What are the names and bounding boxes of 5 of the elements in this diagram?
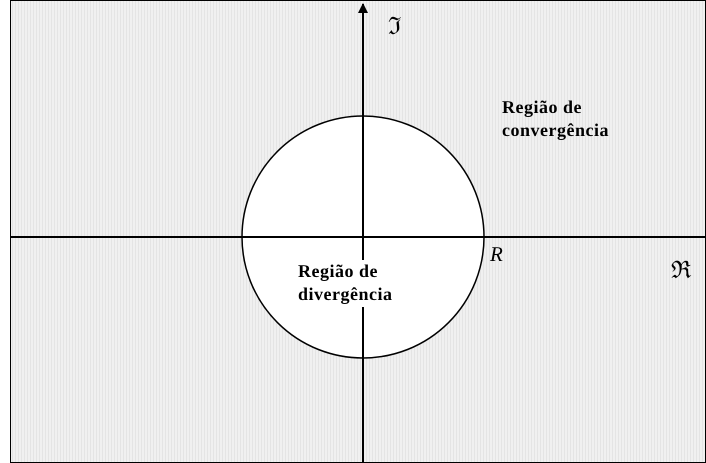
radius-label: R [490, 241, 503, 268]
divergence-disk [241, 115, 485, 359]
axis-label: ℑ [388, 13, 401, 42]
axis-label: ℜ [671, 257, 691, 286]
region-label: Região de convergência [502, 96, 610, 142]
